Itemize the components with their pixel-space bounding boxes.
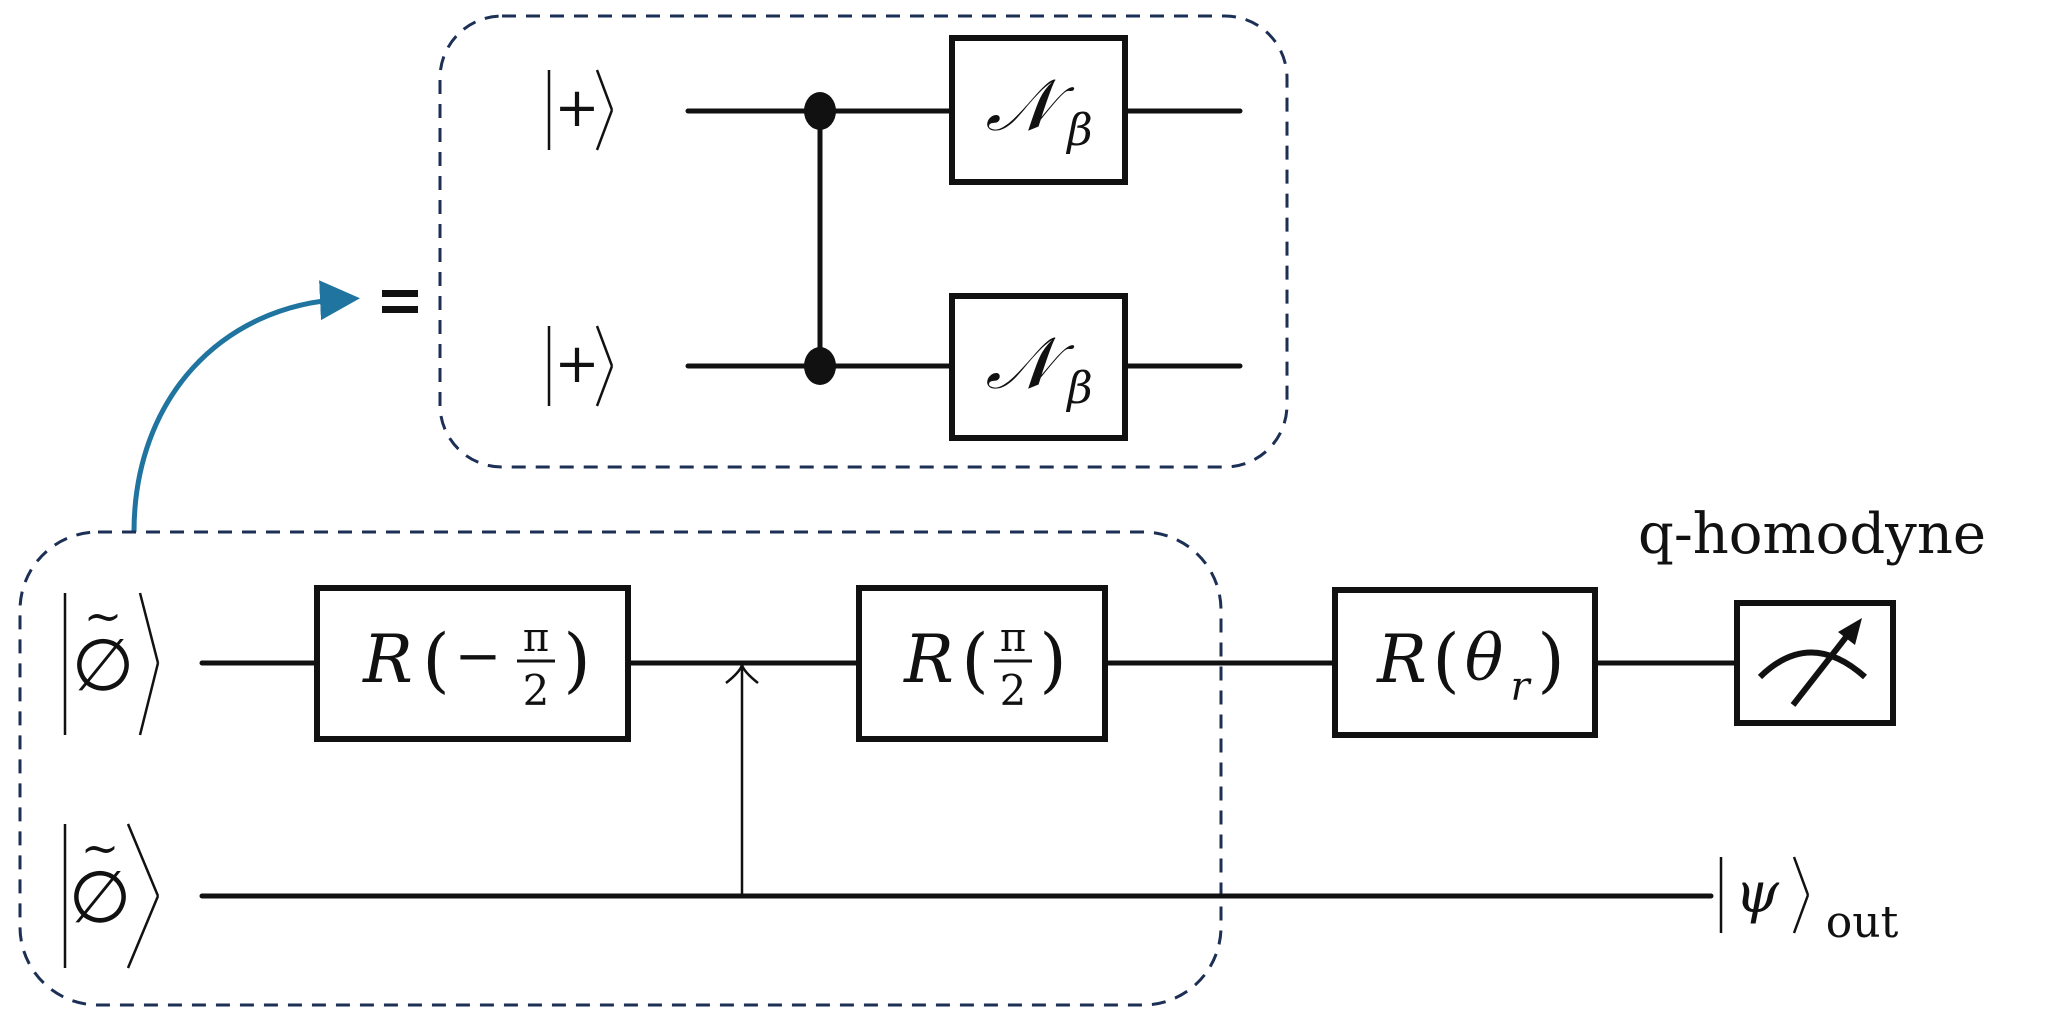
fraction-numerator: π — [1000, 615, 1026, 661]
paren-open: ( — [422, 619, 449, 701]
paren-close: ) — [1039, 619, 1066, 701]
measurement-label: q-homodyne — [1638, 502, 1986, 567]
meter-arc-icon — [1757, 649, 1867, 680]
equals-sign — [382, 290, 418, 313]
homodyne-detector — [1734, 600, 1896, 726]
paren-close: ) — [1537, 619, 1564, 701]
fraction-denominator: 2 — [523, 666, 550, 715]
cz-control-dot-top — [804, 92, 836, 130]
empty-set-symbol: ∅ — [72, 623, 135, 707]
rotation-gate-theta-r: R ( θ r ) — [1332, 587, 1598, 738]
svg-text:+: + — [554, 332, 599, 395]
fraction-numerator: π — [523, 615, 549, 661]
tilde-accent: ~ — [81, 821, 120, 875]
expansion-dashed-border — [438, 14, 1289, 469]
cz-control-dot-bottom — [804, 347, 836, 385]
plus-ket-bottom: + — [547, 325, 614, 407]
noise-gate-bottom: 𝒩 β — [949, 293, 1128, 441]
rotation-gate-minus-pi-over-2: R ( − π 2 ) — [314, 585, 631, 742]
gate-letter: R — [903, 621, 954, 698]
empty-set-symbol: ∅ — [69, 855, 132, 939]
noise-gate-subscript: β — [1065, 363, 1092, 414]
fraction-denominator: 2 — [1000, 666, 1027, 715]
output-ket: ψ out — [1719, 856, 1899, 948]
output-subscript: out — [1826, 897, 1899, 948]
paren-open: ( — [961, 619, 988, 701]
expansion-arrow — [131, 280, 360, 533]
plus-ket-top: + — [547, 69, 614, 151]
paren-open: ( — [1432, 619, 1459, 701]
psi-symbol: ψ — [1735, 861, 1780, 926]
theta-subscript: r — [1510, 664, 1532, 710]
gate-letter: R — [362, 621, 413, 698]
meter-needle-head-icon — [1838, 618, 1862, 645]
meter-needle-icon — [1790, 630, 1853, 707]
tilde-accent: ~ — [84, 589, 123, 643]
input-ket-mode-2: ∅ ~ — [63, 821, 160, 969]
svg-text:+: + — [554, 76, 599, 139]
controlled-displacement — [725, 660, 759, 896]
rotation-gate-pi-over-2: R ( π 2 ) — [856, 585, 1108, 742]
theta-symbol: θ — [1465, 622, 1504, 696]
input-ket-mode-1: ∅ ~ — [63, 589, 160, 736]
minus-sign: − — [455, 624, 502, 689]
resource-state-expansion: + + 𝒩 β 𝒩 β — [438, 14, 1289, 469]
gate-letter: R — [1376, 621, 1427, 698]
noise-gate-subscript: β — [1065, 105, 1092, 156]
paren-close: ) — [563, 619, 590, 701]
resource-state-dashed-border — [18, 530, 1223, 1007]
noise-gate-top: 𝒩 β — [949, 35, 1128, 185]
